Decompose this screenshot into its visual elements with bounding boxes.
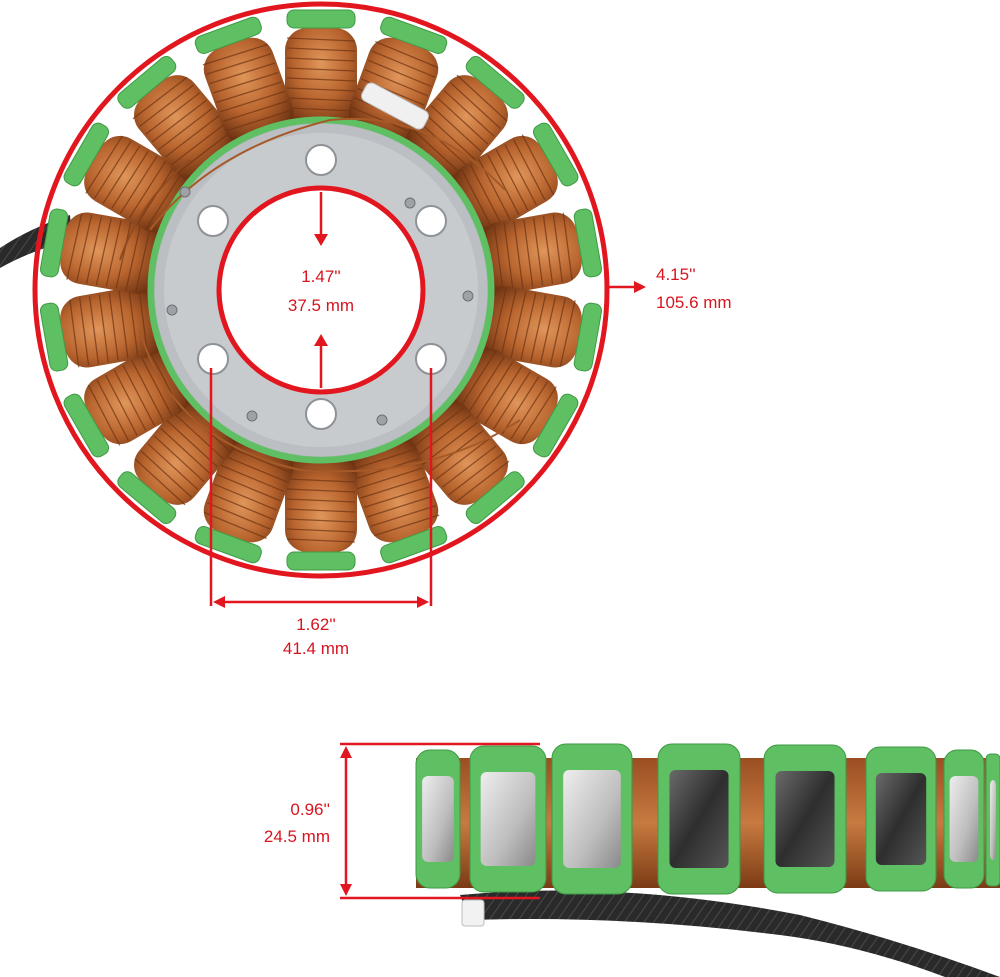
inner-bore-arrows [314, 192, 328, 388]
stator-pole [469, 745, 547, 893]
wire-harness-side [460, 890, 1000, 977]
lead-wire [149, 117, 506, 231]
hub-screw [246, 410, 258, 422]
stator-coil [39, 208, 165, 294]
height-inches: 0.96'' [290, 800, 330, 819]
stator-pole [415, 749, 461, 889]
side-poles [415, 743, 1000, 895]
stator-pole [551, 743, 633, 895]
mounting-hole [415, 205, 447, 237]
stator-pole [943, 749, 985, 889]
stator-pole [657, 743, 741, 895]
hub-screw [179, 186, 191, 198]
bolt-spacing-dimension [209, 368, 433, 608]
mounting-hole [197, 343, 229, 375]
stator-coil [451, 122, 579, 236]
stator-coil [285, 452, 357, 571]
stator-coil [477, 208, 603, 295]
hub-screw [462, 290, 474, 302]
stator-coil [39, 285, 165, 372]
stator-side-view: 0.96'' 24.5 mm [264, 742, 1000, 977]
inner-bore-inches: 1.47'' [301, 267, 341, 286]
height-dimension [340, 742, 540, 900]
outer-diameter-arrow [608, 281, 646, 293]
hub-screw [166, 304, 178, 316]
mounting-holes [166, 144, 474, 430]
stator-top-view: 1.47'' 37.5 mm 4.15'' 105.6 mm 1.62'' 41… [0, 1, 732, 658]
mounting-hole [305, 398, 337, 430]
lead-wire [119, 159, 191, 261]
outer-diameter-ring [32, 1, 610, 579]
stator-coil [63, 344, 191, 458]
mounting-hole [197, 205, 229, 237]
inner-bore-mm: 37.5 mm [288, 296, 354, 315]
cable-connector [461, 899, 485, 927]
stator-pole [763, 744, 847, 894]
stator-coil [449, 346, 579, 458]
lead-wire [139, 329, 521, 473]
stator-pole [985, 753, 1000, 887]
stator-coil [285, 9, 357, 128]
stator-coil [117, 56, 239, 181]
bolt-spacing-mm: 41.4 mm [283, 639, 349, 658]
stator-pole [865, 746, 937, 892]
hub-screw [376, 414, 388, 426]
mounting-hole [305, 144, 337, 176]
outer-diameter-inches: 4.15'' [656, 265, 696, 284]
height-mm: 24.5 mm [264, 827, 330, 846]
cable-tie [361, 82, 429, 130]
bolt-spacing-inches: 1.62'' [296, 615, 336, 634]
hub-screw [404, 197, 416, 209]
hub-shading [154, 123, 488, 457]
inner-bore-ring [216, 185, 426, 395]
stator-coil [477, 286, 603, 372]
outer-diameter-mm: 105.6 mm [656, 293, 732, 312]
